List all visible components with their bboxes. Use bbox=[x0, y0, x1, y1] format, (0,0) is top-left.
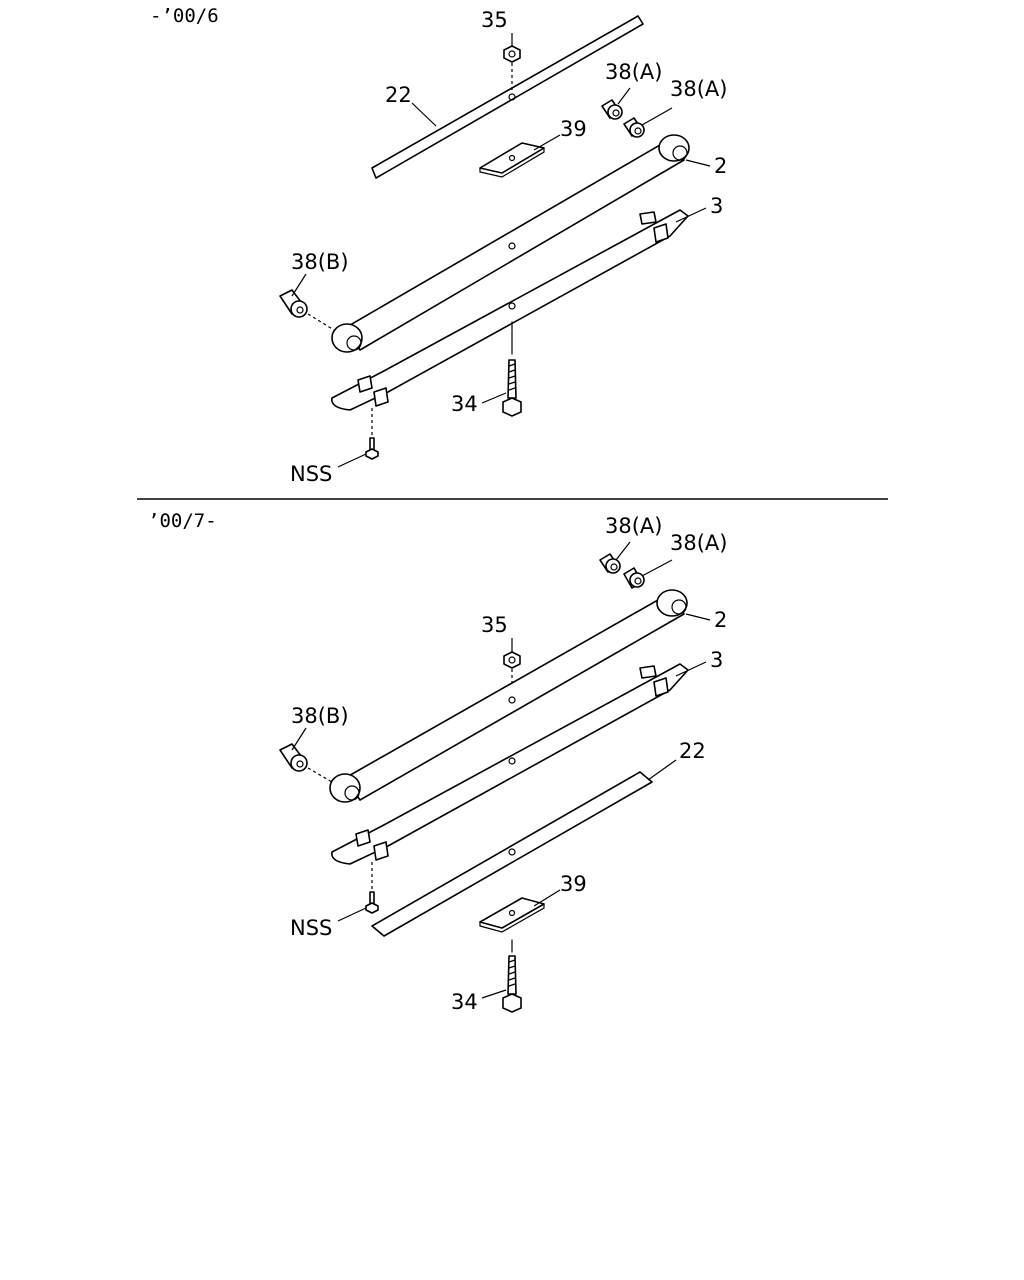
callout-35: 35 bbox=[481, 613, 508, 637]
part-38a-bushing-1 bbox=[601, 99, 623, 120]
part-39-plate bbox=[479, 897, 545, 933]
callout-39: 39 bbox=[560, 117, 587, 141]
callout-nss: NSS bbox=[290, 916, 332, 940]
callout-3: 3 bbox=[710, 648, 723, 672]
part-34-bolt bbox=[502, 939, 522, 1013]
part-2-main-leaf bbox=[331, 134, 690, 353]
part-39-plate bbox=[479, 142, 545, 178]
callout-2: 2 bbox=[714, 154, 727, 178]
range-label: ’00/7- bbox=[148, 510, 217, 532]
part-3-lower-leaf bbox=[331, 663, 689, 865]
callout-38a-2: 38(A) bbox=[670, 77, 727, 101]
callout-38a-1: 38(A) bbox=[605, 514, 662, 538]
part-38b-bushing bbox=[279, 743, 333, 783]
callout-35: 35 bbox=[481, 8, 508, 32]
section-from-2000-07: ’00/7- bbox=[148, 510, 727, 1014]
callout-3: 3 bbox=[710, 194, 723, 218]
part-22-leaf-plate bbox=[371, 15, 644, 179]
part-34-bolt bbox=[502, 321, 522, 417]
part-3-lower-leaf bbox=[331, 209, 689, 411]
part-22-leaf-plate bbox=[371, 771, 653, 937]
callout-38a-1: 38(A) bbox=[605, 60, 662, 84]
section-pre-2000-06: -’00/6 bbox=[150, 5, 727, 486]
callout-38a-2: 38(A) bbox=[670, 531, 727, 555]
callout-34: 34 bbox=[451, 990, 478, 1014]
part-nss-screw bbox=[365, 408, 379, 460]
part-38a-bushing-1 bbox=[599, 553, 621, 574]
callout-39: 39 bbox=[560, 872, 587, 896]
callout-2: 2 bbox=[714, 608, 727, 632]
part-38b-bushing bbox=[279, 289, 335, 331]
part-nss-screw bbox=[365, 862, 379, 914]
callout-nss: NSS bbox=[290, 462, 332, 486]
callout-22: 22 bbox=[679, 739, 706, 763]
callout-38b: 38(B) bbox=[291, 250, 349, 274]
part-2-main-leaf bbox=[329, 589, 688, 803]
range-label: -’00/6 bbox=[150, 5, 219, 27]
part-38a-bushing-2 bbox=[623, 117, 645, 138]
part-38a-bushing-2 bbox=[623, 567, 645, 589]
callout-22: 22 bbox=[385, 83, 412, 107]
callout-38b: 38(B) bbox=[291, 704, 349, 728]
callout-34: 34 bbox=[451, 392, 478, 416]
